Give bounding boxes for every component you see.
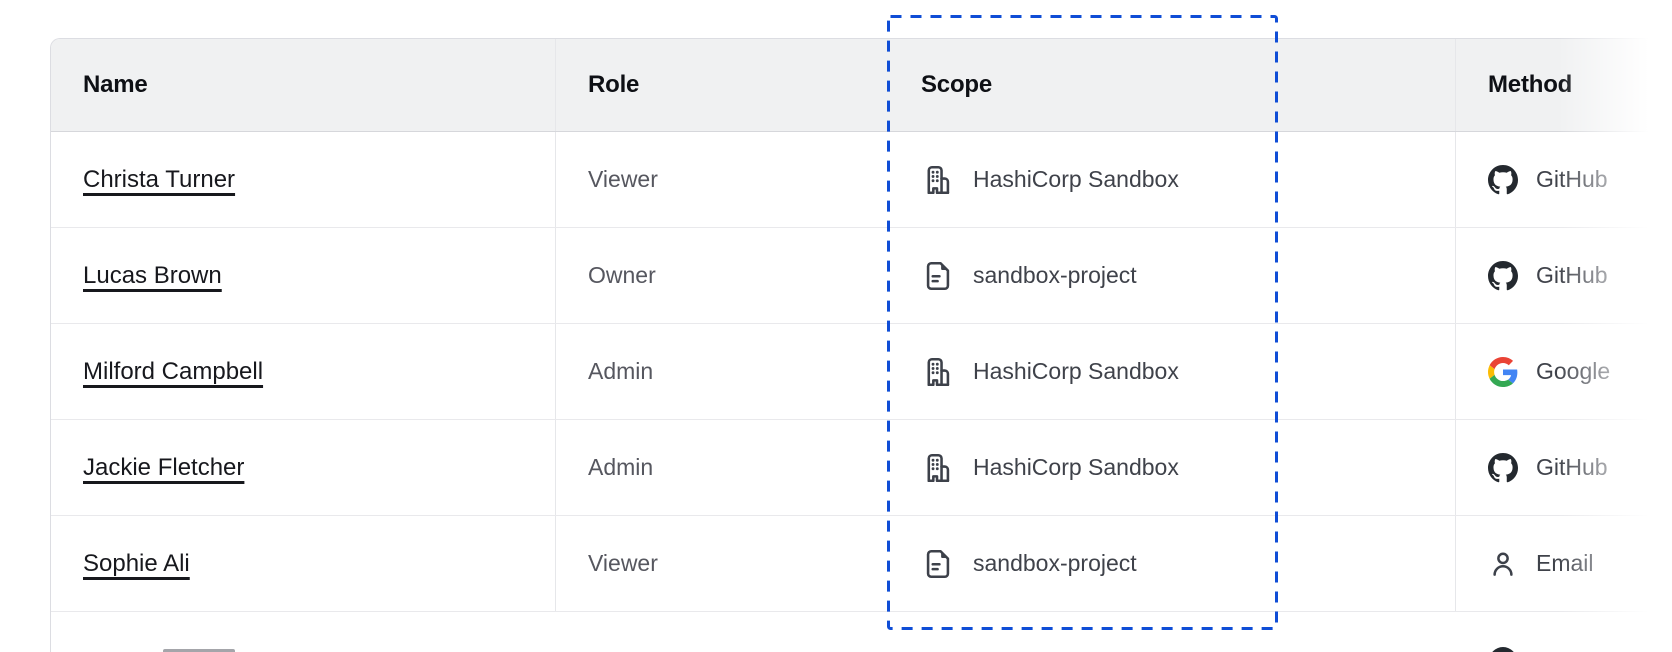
header-cell-scope: Scope [889,39,1456,131]
scope-value: sandbox-project [973,262,1137,288]
role-value: Viewer [588,550,658,576]
role-cell: Owner [556,228,889,323]
name-cell: Jackie Fletcher [51,420,556,515]
role-cell: Admin [556,420,889,515]
header-cell-name: Name [51,39,556,131]
scope-cell: sandbox-project [889,228,1456,323]
method-value: Google [1536,358,1611,384]
org-icon [921,163,955,197]
google-icon [1488,356,1518,387]
member-name-link[interactable]: Christa Turner [83,165,236,193]
scope-value: sandbox-project [973,550,1137,576]
scope-cell: HashiCorp Sandbox [889,420,1456,515]
scope-value: HashiCorp Sandbox [973,454,1179,480]
file-text-icon [921,547,955,581]
table-row: Christa Turner Viewer HashiCorp Sandbox [51,132,1672,228]
partial-method-icon-sliver [1489,647,1517,652]
method-cell: GitHub [1456,132,1672,227]
method-cell: Google [1456,324,1672,419]
role-value: Admin [588,358,654,384]
table-row-partial [51,612,1672,652]
header-label: Method [1488,71,1573,98]
method-cell: GitHub [1456,228,1672,323]
table-row: Lucas Brown Owner sandbox-project GitHub [51,228,1672,324]
table-row: Sophie Ali Viewer sandbox-project Email [51,516,1672,612]
method-value: Email [1536,550,1594,576]
header-label: Scope [921,71,993,98]
member-name-link[interactable]: Lucas Brown [83,261,222,289]
method-value: GitHub [1536,166,1608,192]
header-label: Role [588,71,640,98]
scope-value: HashiCorp Sandbox [973,358,1179,384]
member-name-link[interactable]: Milford Campbell [83,357,264,385]
name-cell: Christa Turner [51,132,556,227]
members-table: Name Role Scope Method Christa Turner Vi… [50,38,1672,652]
header-cell-method: Method [1456,39,1672,131]
method-cell: GitHub [1456,420,1672,515]
role-value: Viewer [588,166,658,192]
table-row: Milford Campbell Admin HashiCorp Sandbox [51,324,1672,420]
scope-cell: sandbox-project [889,516,1456,611]
github-icon [1488,260,1518,291]
file-text-icon [921,259,955,293]
role-value: Owner [588,262,656,288]
table-row: Jackie Fletcher Admin HashiCorp Sandbox [51,420,1672,516]
method-cell: Email [1456,516,1672,611]
org-icon [921,355,955,389]
scope-cell: HashiCorp Sandbox [889,324,1456,419]
member-name-link[interactable]: Jackie Fletcher [83,453,245,481]
user-icon [1488,549,1518,579]
github-icon [1488,164,1518,195]
github-icon [1488,452,1518,483]
name-cell: Lucas Brown [51,228,556,323]
name-cell: Milford Campbell [51,324,556,419]
method-value: GitHub [1536,454,1608,480]
role-value: Admin [588,454,654,480]
role-cell: Viewer [556,132,889,227]
method-value: GitHub [1536,262,1608,288]
member-name-link[interactable]: Sophie Ali [83,549,190,577]
role-cell: Admin [556,324,889,419]
scope-cell: HashiCorp Sandbox [889,132,1456,227]
scope-value: HashiCorp Sandbox [973,166,1179,192]
org-icon [921,451,955,485]
role-cell: Viewer [556,516,889,611]
name-cell: Sophie Ali [51,516,556,611]
header-cell-role: Role [556,39,889,131]
partial-name-text-sliver [163,649,235,652]
header-label: Name [83,71,148,98]
table-header-row: Name Role Scope Method [51,39,1672,132]
